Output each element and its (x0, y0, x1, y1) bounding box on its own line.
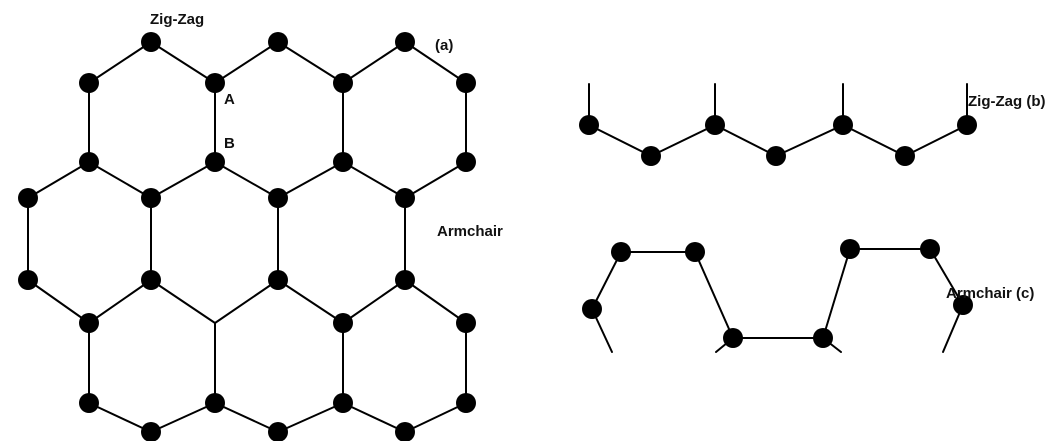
lattice-bond (277, 279, 344, 324)
lattice-bond (214, 161, 279, 199)
lattice-bond (342, 279, 406, 324)
carbon-atom (723, 328, 743, 348)
honeycomb-bonds (27, 41, 467, 433)
carbon-atom (268, 188, 288, 208)
carbon-atom (395, 188, 415, 208)
lattice-bond (214, 279, 279, 324)
site-a-label: A (224, 91, 235, 108)
carbon-atom (333, 393, 353, 413)
carbon-atom (205, 73, 225, 93)
zigzag-bond (714, 124, 777, 157)
carbon-atom (79, 393, 99, 413)
carbon-atom (582, 299, 602, 319)
lattice-bond (342, 161, 406, 199)
carbon-atom (141, 32, 161, 52)
carbon-atom (840, 239, 860, 259)
lattice-bond (214, 41, 279, 84)
lattice-bond (88, 402, 152, 433)
carbon-atom (18, 270, 38, 290)
carbon-atom (333, 152, 353, 172)
carbon-atom (268, 422, 288, 441)
lattice-bond (27, 161, 90, 199)
lattice-bond (150, 402, 216, 433)
lattice-bond (342, 41, 406, 84)
armchair-bond (929, 248, 964, 306)
carbon-atom (79, 313, 99, 333)
carbon-atom (895, 146, 915, 166)
carbon-atom (141, 270, 161, 290)
honeycomb-atoms (18, 32, 476, 441)
carbon-atom (579, 115, 599, 135)
zigzag-bond (904, 124, 968, 157)
lattice-bond (88, 161, 152, 199)
panel-c-label: Armchair (c) (946, 285, 1034, 302)
carbon-atom (141, 188, 161, 208)
carbon-atom (456, 393, 476, 413)
carbon-atom (456, 73, 476, 93)
zigzag-chain-atoms (579, 115, 977, 166)
carbon-atom (705, 115, 725, 135)
carbon-atom (141, 422, 161, 441)
zigzag-bond (775, 124, 844, 157)
armchair-chain-atoms (582, 239, 973, 348)
armchair-bond (591, 251, 622, 310)
zigzag-bond (588, 124, 652, 157)
zigzag-chain-bonds (588, 83, 968, 157)
zigzag-edge-label: Zig-Zag (150, 11, 204, 28)
carbon-atom (813, 328, 833, 348)
armchair-bond (822, 248, 851, 339)
panel-b-label: Zig-Zag (b) (968, 93, 1045, 110)
carbon-atom (79, 73, 99, 93)
carbon-atom (333, 313, 353, 333)
carbon-atom (79, 152, 99, 172)
carbon-atom (920, 239, 940, 259)
lattice-bond (404, 402, 467, 433)
zigzag-bond (650, 124, 716, 157)
carbon-atom (641, 146, 661, 166)
carbon-atom (953, 295, 973, 315)
carbon-atom (18, 188, 38, 208)
armchair-bond (694, 251, 734, 339)
lattice-bond (404, 41, 467, 84)
armchair-chain-bonds (591, 248, 964, 353)
carbon-atom (766, 146, 786, 166)
carbon-atom (685, 242, 705, 262)
lattice-bond (214, 402, 279, 433)
carbon-atom (268, 32, 288, 52)
site-b-label: B (224, 135, 235, 152)
lattice-bond (150, 161, 216, 199)
carbon-atom (957, 115, 977, 135)
lattice-bond (277, 402, 344, 433)
panel-a-label: (a) (435, 37, 453, 54)
carbon-atom (456, 313, 476, 333)
lattice-bond (404, 279, 467, 324)
carbon-atom (333, 73, 353, 93)
lattice-bond (88, 41, 152, 84)
carbon-atom (395, 270, 415, 290)
carbon-atom (611, 242, 631, 262)
lattice-bond (150, 41, 216, 84)
carbon-atom (268, 270, 288, 290)
carbon-atom (205, 152, 225, 172)
lattice-bond (150, 279, 216, 324)
carbon-atom (833, 115, 853, 135)
carbon-atom (205, 393, 225, 413)
carbon-atom (395, 422, 415, 441)
armchair-edge-label: Armchair (437, 223, 503, 240)
lattice-bond (27, 279, 90, 324)
carbon-atom (395, 32, 415, 52)
lattice-bond (277, 41, 344, 84)
lattice-bond (88, 279, 152, 324)
lattice-bond (404, 161, 467, 199)
lattice-bond (342, 402, 406, 433)
carbon-atom (456, 152, 476, 172)
zigzag-bond (842, 124, 906, 157)
lattice-bond (277, 161, 344, 199)
